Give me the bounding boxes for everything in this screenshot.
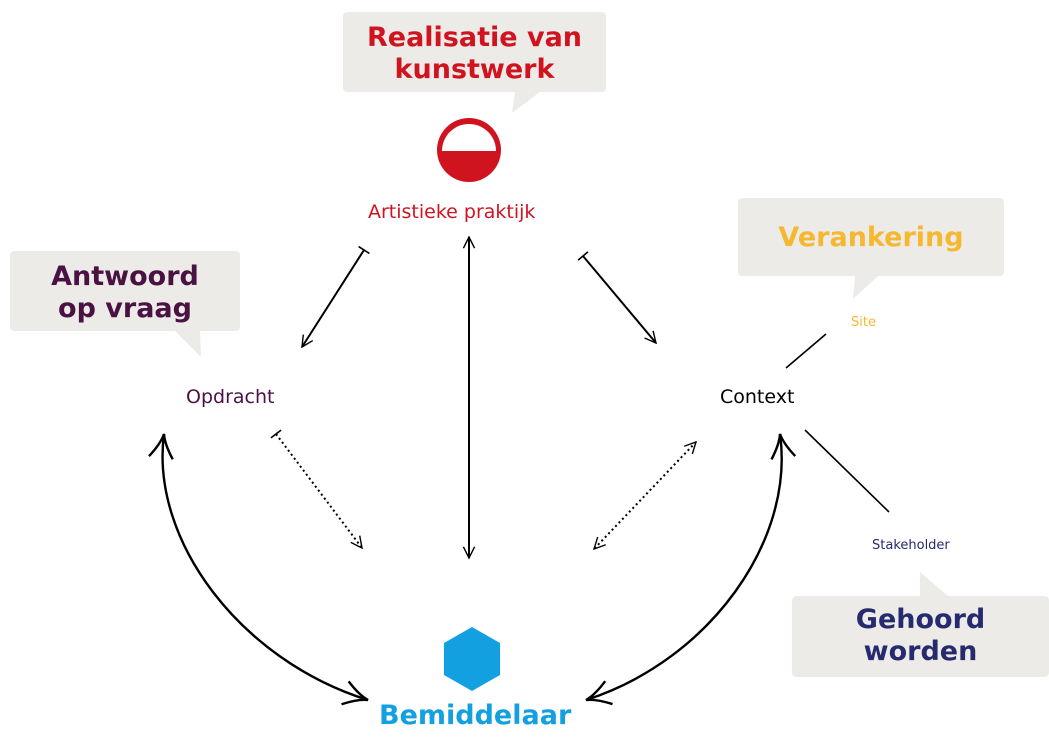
callout-verankering: Verankering <box>778 222 964 253</box>
arrow-artistieke-opdracht <box>302 250 364 347</box>
node-stakeholder: Stakeholder <box>872 538 950 553</box>
curved-arrow-opdracht-bemiddelaar <box>148 433 369 706</box>
line-context-site <box>785 333 827 369</box>
dotted-arrow-context-bemiddelaar <box>594 442 696 549</box>
callout-realisatie: Realisatie van kunstwerk <box>366 22 583 86</box>
callout-bubble-realisatie <box>343 12 606 113</box>
half-filled-circle-icon <box>437 118 501 182</box>
node-opdracht: Opdracht <box>186 386 275 408</box>
arrow-artistieke-context <box>583 256 656 343</box>
line-context-stakeholder <box>804 429 890 513</box>
hexagon-icon <box>444 627 500 691</box>
callout-bubble-gehoord <box>792 572 1049 677</box>
callout-gehoord: Gehoord worden <box>855 604 986 668</box>
node-bemiddelaar: Bemiddelaar <box>379 700 572 731</box>
node-artistieke-praktijk: Artistieke praktijk <box>368 201 536 223</box>
dotted-arrow-opdracht-bemiddelaar <box>276 434 362 548</box>
curved-arrow-context-bemiddelaar <box>585 433 797 706</box>
callout-bubble-antwoord <box>10 251 240 357</box>
node-context: Context <box>720 386 795 408</box>
node-site: Site <box>851 315 876 330</box>
callout-bubble-verankering <box>738 198 1004 299</box>
callout-antwoord: Antwoord op vraag <box>51 261 199 325</box>
